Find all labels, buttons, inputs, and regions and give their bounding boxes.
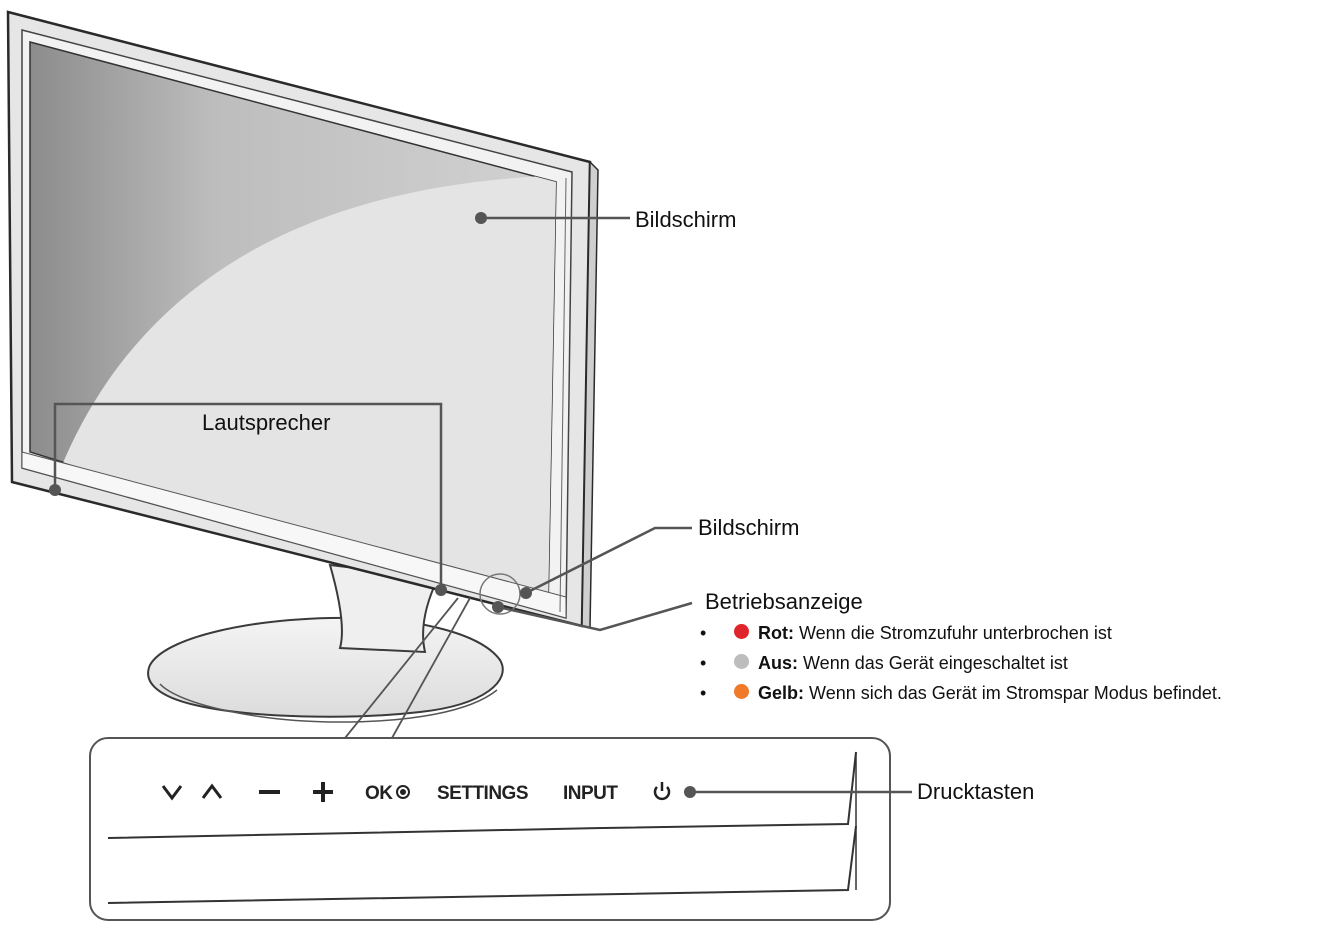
legend-text: Wenn die Stromzufuhr unterbrochen ist [799,623,1112,643]
button-panel: OK SETTINGS INPUT [89,737,912,921]
chevron-up-icon[interactable] [201,783,223,799]
screen-bottom-callout [520,526,692,599]
legend-item-yellow: • Gelb: Wenn sich das Gerät im Stromspar… [700,682,1330,712]
label-screen: Bildschirm [635,207,737,232]
label-buttons: Drucktasten [917,779,1035,804]
bullet: • [700,623,707,643]
monitor [6,10,599,629]
label-speaker: Lautsprecher [202,410,331,435]
legend-text: Wenn sich das Gerät im Stromspar Modus b… [809,683,1222,703]
bullet: • [700,683,707,703]
legend-name: Gelb: [758,683,805,703]
legend-text: Wenn das Gerät eingeschaltet ist [803,653,1068,673]
speaker-callout [49,402,447,596]
legend-item-off: • Aus: Wenn das Gerät eingeschaltet ist [700,652,1330,682]
label-power-indicator: Betriebsanzeige [705,589,863,614]
bullet: • [700,653,707,673]
gray-dot-icon [734,654,749,669]
input-button[interactable]: INPUT [563,783,619,804]
zoom-lines [344,597,471,739]
ok-dot-icon [396,785,410,799]
legend-name: Rot: [758,623,794,643]
legend-item-red: • Rot: Wenn die Stromzufuhr unterbrochen… [700,622,1330,652]
plus-icon[interactable] [313,782,333,802]
legend-name: Aus: [758,653,798,673]
red-dot-icon [734,624,749,639]
orange-dot-icon [734,684,749,699]
chevron-down-icon[interactable] [161,785,183,801]
settings-button[interactable]: SETTINGS [437,783,529,804]
ok-button[interactable]: OK [365,783,394,804]
power-icon[interactable] [653,782,671,801]
label-screen-bottom: Bildschirm [698,515,800,540]
indicator-legend: • Rot: Wenn die Stromzufuhr unterbrochen… [700,622,1330,712]
power-indicator-callout [492,601,693,632]
screen-callout [475,212,630,224]
stand [147,563,504,723]
